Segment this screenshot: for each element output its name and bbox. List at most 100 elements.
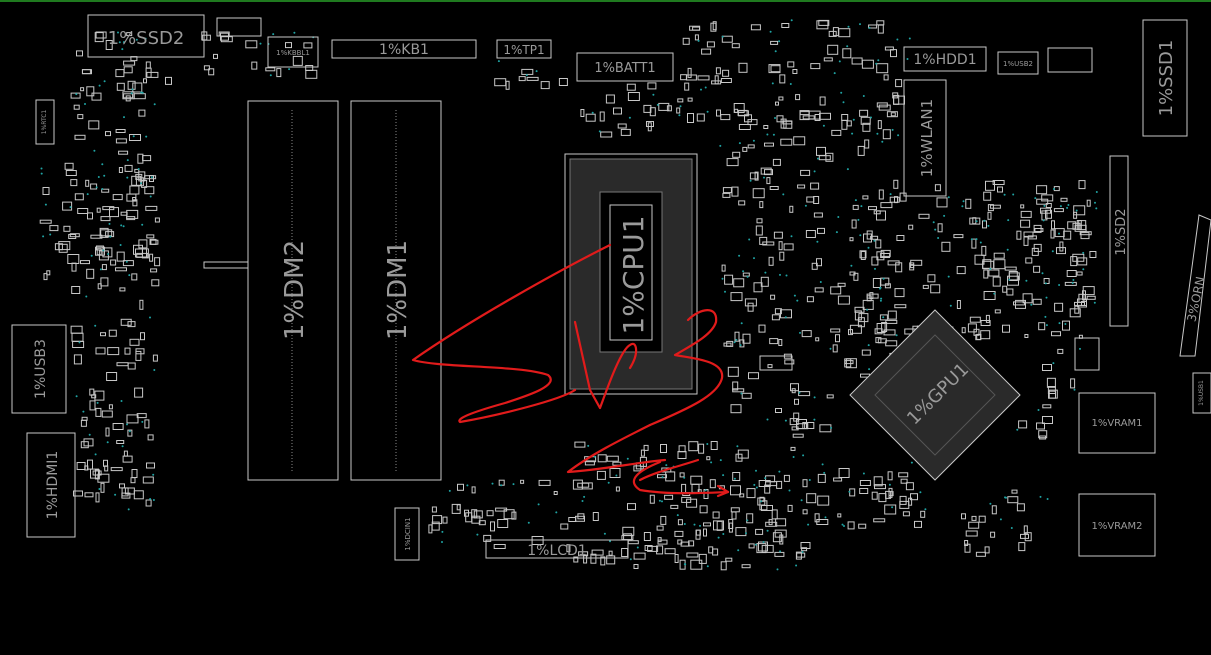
smd-component[interactable] [723, 342, 732, 347]
smd-component[interactable] [80, 441, 89, 449]
smd-component[interactable] [646, 121, 654, 127]
smd-component[interactable] [713, 520, 724, 531]
smd-component[interactable] [124, 487, 135, 495]
smd-component[interactable] [756, 543, 767, 554]
smd-component[interactable] [831, 129, 842, 136]
test-point[interactable] [774, 50, 777, 53]
smd-component[interactable] [665, 471, 676, 482]
test-point[interactable] [776, 568, 779, 571]
smd-component[interactable] [1072, 222, 1081, 230]
smd-component[interactable] [790, 446, 796, 451]
smd-component[interactable] [606, 455, 619, 462]
smd-component[interactable] [862, 299, 874, 310]
smd-component[interactable] [1051, 220, 1055, 230]
test-point[interactable] [626, 457, 629, 460]
test-point[interactable] [1044, 282, 1047, 285]
smd-component[interactable] [687, 97, 693, 102]
smd-component[interactable] [265, 67, 276, 72]
smd-component[interactable] [600, 131, 613, 138]
test-point[interactable] [753, 483, 756, 486]
test-point[interactable] [738, 142, 741, 145]
test-point[interactable] [868, 26, 871, 29]
smd-component[interactable] [431, 521, 440, 531]
smd-component[interactable] [757, 497, 766, 506]
smd-component[interactable] [877, 338, 887, 344]
smd-component[interactable] [101, 264, 107, 271]
smd-component[interactable] [77, 208, 89, 214]
test-point[interactable] [766, 418, 769, 421]
test-point[interactable] [491, 482, 494, 485]
smd-component[interactable] [746, 488, 756, 499]
test-point[interactable] [678, 114, 681, 117]
ssd1-outline[interactable] [1142, 19, 1188, 137]
smd-component[interactable] [732, 472, 741, 481]
test-point[interactable] [866, 308, 869, 311]
hdd1-outline[interactable] [903, 46, 987, 72]
test-point[interactable] [1075, 209, 1078, 212]
small-connector-outline[interactable] [1047, 47, 1093, 73]
smd-component[interactable] [835, 334, 840, 343]
smd-component[interactable] [76, 462, 86, 470]
smd-component[interactable] [802, 422, 815, 429]
smd-component[interactable] [90, 234, 103, 239]
test-point[interactable] [500, 484, 503, 487]
smd-component[interactable] [58, 243, 68, 253]
smd-component[interactable] [720, 561, 727, 571]
smd-component[interactable] [849, 488, 856, 497]
smd-component[interactable] [464, 509, 469, 517]
smd-component[interactable] [690, 475, 703, 485]
smd-component[interactable] [71, 332, 84, 342]
test-point[interactable] [979, 241, 982, 244]
smd-component[interactable] [714, 75, 719, 85]
smd-component[interactable] [568, 517, 577, 522]
test-point[interactable] [102, 249, 105, 252]
test-point[interactable] [75, 93, 78, 96]
test-point[interactable] [817, 157, 819, 160]
test-point[interactable] [782, 193, 785, 196]
test-point[interactable] [788, 489, 791, 492]
smd-component[interactable] [859, 480, 871, 486]
test-point[interactable] [587, 444, 590, 447]
smd-component[interactable] [621, 548, 629, 557]
test-point[interactable] [1041, 272, 1044, 275]
smd-component[interactable] [658, 102, 670, 111]
smd-component[interactable] [746, 513, 754, 524]
smd-component[interactable] [800, 169, 811, 176]
smd-component[interactable] [769, 186, 779, 190]
smd-component[interactable] [135, 350, 142, 361]
test-point[interactable] [970, 238, 973, 241]
smd-component[interactable] [1047, 386, 1056, 394]
smd-component[interactable] [131, 273, 138, 281]
test-point[interactable] [882, 316, 885, 319]
smd-component[interactable] [778, 339, 783, 346]
smd-component[interactable] [647, 82, 657, 90]
smd-component[interactable] [770, 294, 776, 300]
smd-component[interactable] [1023, 235, 1029, 246]
test-point[interactable] [683, 563, 686, 566]
smd-component[interactable] [849, 271, 856, 276]
test-point[interactable] [98, 488, 101, 490]
test-point[interactable] [763, 176, 765, 179]
smd-component[interactable] [773, 231, 783, 239]
test-point[interactable] [999, 518, 1002, 521]
test-point[interactable] [875, 62, 878, 65]
smd-component[interactable] [560, 523, 569, 530]
test-point[interactable] [799, 331, 801, 334]
test-point[interactable] [847, 25, 850, 28]
smd-component[interactable] [95, 347, 106, 355]
smd-component[interactable] [878, 493, 887, 503]
smd-component[interactable] [115, 129, 126, 133]
smd-component[interactable] [74, 193, 84, 201]
smd-component[interactable] [494, 78, 507, 87]
smd-component[interactable] [677, 98, 684, 103]
test-point[interactable] [746, 275, 749, 278]
smd-component[interactable] [129, 134, 141, 141]
smd-component[interactable] [816, 146, 826, 156]
smd-component[interactable] [737, 449, 749, 459]
smd-component[interactable] [688, 441, 699, 452]
test-point[interactable] [1034, 197, 1037, 200]
test-point[interactable] [1043, 204, 1046, 207]
smd-component[interactable] [1020, 210, 1032, 218]
smd-component[interactable] [584, 460, 595, 466]
smd-component[interactable] [731, 43, 740, 49]
